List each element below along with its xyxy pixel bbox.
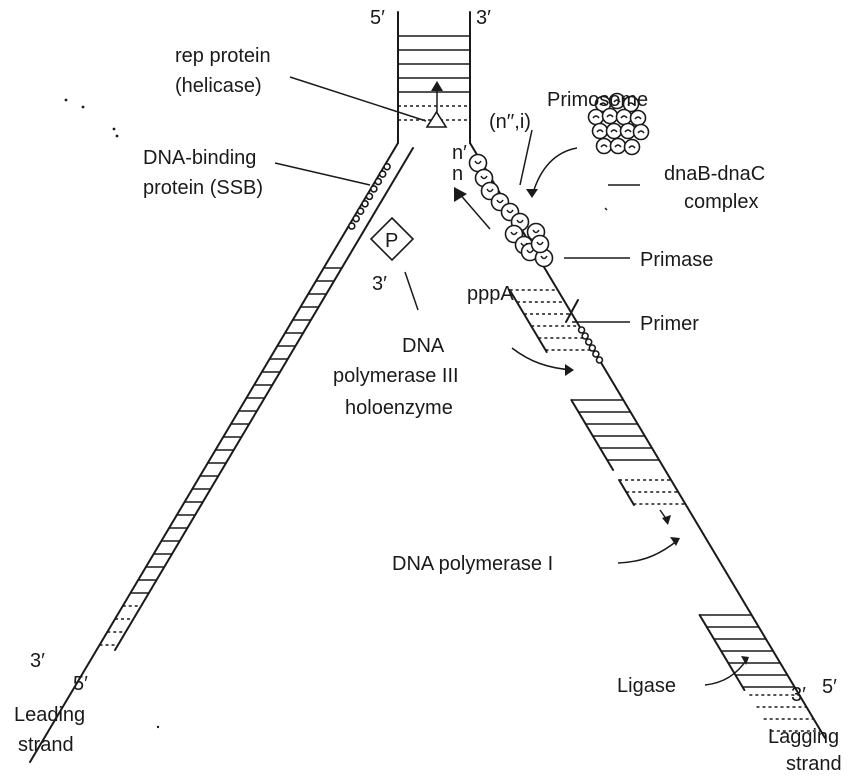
dnab-protein: [593, 124, 608, 139]
n-dblprime-i-label: (n′′,i): [489, 111, 531, 133]
leading-3prime-end-label: 3′: [372, 273, 387, 295]
dnab-protein: [634, 125, 649, 140]
pol3-label-line2: polymerase III: [333, 365, 459, 387]
ssb-bead: [349, 223, 355, 229]
leading-bottom-5prime: 5′: [73, 673, 88, 695]
ssb-label-line1: DNA-binding: [143, 147, 256, 169]
primer-label: Primer: [640, 313, 699, 335]
ssb-bead: [593, 351, 599, 357]
primosome-chain: [470, 155, 553, 267]
dnab-dnac-label: dnaB-dnaC: [664, 163, 765, 185]
ssb-bead: [358, 208, 364, 214]
ssb-bead: [366, 193, 372, 199]
ssb-bead: [353, 216, 359, 222]
pol1-label: DNA polymerase I: [392, 553, 553, 575]
leading-strand-label-1: Leading: [14, 704, 85, 726]
okazaki-backbone: [619, 480, 634, 505]
top-3prime-label: 3′: [476, 7, 491, 29]
dnab-protein: [597, 139, 612, 154]
dnab-protein: [631, 111, 646, 126]
lagging-strand-label-2: strand: [786, 753, 842, 775]
ssb-label-line2: protein (SSB): [143, 177, 263, 199]
lagging-bottom-3prime: 3′: [791, 684, 806, 706]
curved-arrows: [454, 148, 749, 685]
ssb-beads-lagging: [579, 327, 603, 363]
n-label: n: [452, 163, 463, 185]
pol3-symbol: P: [385, 230, 398, 252]
leading-strand-label-2: strand: [18, 734, 74, 756]
ssb-bead: [589, 345, 595, 351]
pol3-label-line3: holoenzyme: [345, 397, 453, 419]
lagging-bottom-5prime: 5′: [822, 676, 837, 698]
ssb-bead: [371, 186, 377, 192]
dnab-protein: [625, 140, 640, 155]
leading-bottom-3prime: 3′: [30, 650, 45, 672]
n-prime-label: n′: [452, 142, 467, 164]
ssb-bead: [596, 357, 602, 363]
lagging-strand-arm: [470, 143, 825, 738]
ssb-bead: [362, 201, 368, 207]
ssb-bead: [384, 164, 390, 170]
dnab-protein: [617, 110, 632, 125]
okazaki-backbone: [510, 290, 547, 352]
rep-protein-label: rep protein: [175, 45, 271, 67]
ligase-label: Ligase: [617, 675, 676, 697]
top-5prime-label: 5′: [370, 7, 385, 29]
pol3-label-line1: DNA: [402, 335, 445, 357]
ssb-bead: [582, 333, 588, 339]
dnab-protein: [611, 139, 626, 154]
leading-strand-arm: [30, 143, 413, 762]
lagging-strand-label-1: Lagging: [768, 726, 839, 748]
primosome-label: Primosome: [547, 89, 648, 111]
ssb-bead: [586, 339, 592, 345]
dnab-protein: [607, 124, 622, 139]
dnab-complex-label: complex: [684, 191, 758, 213]
ssb-bead: [380, 171, 386, 177]
okazaki-backbone: [571, 400, 613, 470]
dnab-protein: [589, 110, 604, 125]
ssb-bead: [579, 327, 585, 333]
ssb-bead: [375, 179, 381, 185]
helicase-label: (helicase): [175, 75, 262, 97]
pppa-label: pppA: [467, 283, 514, 305]
primase-label: Primase: [640, 249, 713, 271]
